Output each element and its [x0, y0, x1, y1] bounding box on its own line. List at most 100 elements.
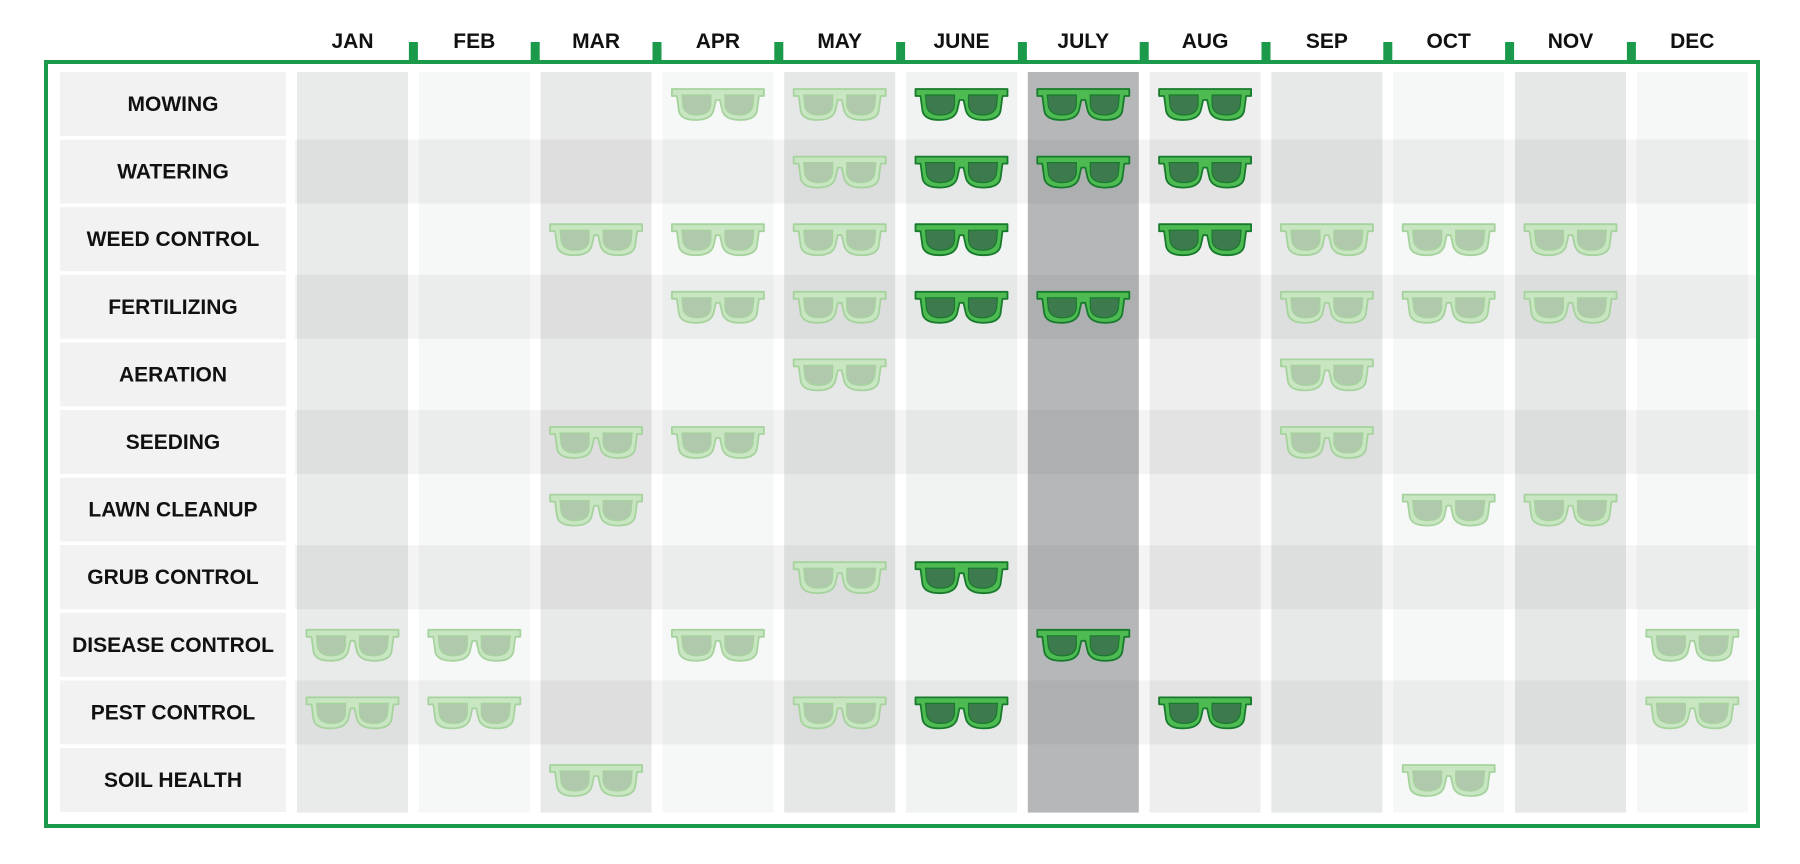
row-stripe [295, 680, 1757, 745]
month-label-june: JUNE [933, 30, 989, 53]
month-divider-tick [408, 42, 418, 62]
month-label-may: MAY [817, 30, 862, 53]
task-label-cell [60, 612, 286, 677]
month-divider-tick [774, 42, 784, 62]
light-glasses-icon [549, 426, 643, 459]
light-glasses-icon [1401, 764, 1496, 797]
light-glasses-icon [671, 426, 765, 459]
light-glasses-icon [792, 88, 887, 121]
light-glasses-icon [792, 696, 887, 730]
light-glasses-icon [1523, 290, 1618, 324]
light-glasses-icon [792, 223, 887, 257]
light-glasses-icon [792, 358, 887, 392]
dark-glasses-icon [914, 696, 1009, 730]
task-label: PEST CONTROL [91, 701, 256, 724]
month-label-apr: APR [696, 30, 740, 53]
dark-glasses-icon [1036, 88, 1131, 121]
dark-glasses-icon [914, 88, 1009, 121]
light-glasses-icon [1523, 223, 1618, 257]
column-july [1027, 72, 1139, 813]
month-divider-tick [1261, 42, 1271, 62]
month-divider-tick [652, 42, 662, 62]
column-oct [1393, 72, 1505, 813]
month-divider-tick [1505, 42, 1515, 62]
light-glasses-icon [1645, 696, 1740, 730]
task-markers [305, 88, 1740, 797]
task-label-cell [60, 680, 286, 745]
row-stripes [295, 139, 1757, 745]
dark-glasses-icon [914, 223, 1009, 257]
month-divider-tick [1383, 42, 1393, 62]
month-label-oct: OCT [1427, 30, 1472, 53]
light-glasses-icon [671, 628, 765, 662]
task-label: AERATION [119, 363, 227, 386]
month-label-july: JULY [1057, 30, 1109, 53]
dark-glasses-icon [914, 561, 1009, 595]
task-label-cell [60, 748, 286, 812]
column-june [906, 72, 1017, 813]
column-nov [1515, 72, 1626, 813]
light-glasses-icon [1280, 426, 1374, 459]
dark-glasses-icon [1036, 290, 1131, 324]
task-label-cell [60, 477, 286, 542]
task-label: LAWN CLEANUP [88, 499, 257, 522]
month-divider-tick [896, 42, 906, 62]
task-label-cell [60, 72, 286, 136]
light-glasses-icon [1401, 290, 1496, 324]
dark-glasses-icon [1158, 223, 1252, 257]
month-label-aug: AUG [1182, 30, 1229, 53]
light-glasses-icon [671, 223, 765, 257]
light-glasses-icon [1280, 290, 1374, 324]
light-glasses-icon [549, 223, 643, 257]
month-label-nov: NOV [1548, 30, 1594, 53]
row-stripe [295, 545, 1757, 610]
month-divider-tick [1139, 42, 1149, 62]
light-glasses-icon [1523, 493, 1618, 527]
task-label-cell [60, 410, 286, 474]
light-glasses-icon [1280, 223, 1374, 257]
task-label: SEEDING [126, 431, 221, 454]
dark-glasses-icon [1158, 155, 1252, 189]
light-glasses-icon [1645, 628, 1740, 662]
light-glasses-icon [792, 561, 887, 595]
column-dec [1636, 72, 1748, 813]
month-label-feb: FEB [453, 30, 495, 53]
light-glasses-icon [792, 290, 887, 324]
light-glasses-icon [305, 628, 400, 662]
column-aug [1149, 72, 1261, 813]
task-label: FERTILIZING [108, 296, 238, 319]
light-glasses-icon [549, 493, 643, 527]
month-divider-tick [1626, 42, 1636, 62]
dark-glasses-icon [914, 155, 1009, 189]
light-glasses-icon [305, 696, 400, 730]
row-stripe [295, 139, 1757, 204]
light-glasses-icon [427, 628, 522, 662]
task-label: SOIL HEALTH [104, 769, 242, 792]
dark-glasses-icon [1158, 88, 1252, 121]
task-label: MOWING [128, 93, 219, 116]
column-feb [418, 72, 530, 813]
dark-glasses-icon [914, 290, 1009, 324]
task-label: WATERING [117, 161, 229, 184]
light-glasses-icon [671, 88, 765, 121]
task-label: WEED CONTROL [87, 228, 260, 251]
light-glasses-icon [792, 155, 887, 189]
task-label-cell [60, 545, 286, 610]
task-label-cell [60, 207, 286, 272]
month-label-sep: SEP [1306, 30, 1348, 53]
light-glasses-icon [1401, 223, 1496, 257]
task-labels: MOWING WATERING WEED CONTROL FERTILIZING AER… [60, 72, 286, 812]
light-glasses-icon [1280, 358, 1374, 392]
month-label-mar: MAR [572, 30, 620, 53]
dark-glasses-icon [1036, 628, 1131, 662]
month-label-jan: JAN [331, 30, 373, 53]
task-label-cell [60, 139, 286, 204]
row-stripe [295, 274, 1757, 339]
light-glasses-icon [1401, 493, 1496, 527]
column-may [784, 72, 896, 813]
month-divider-tick [530, 42, 540, 62]
task-label-cell [60, 342, 286, 407]
light-glasses-icon [671, 290, 765, 324]
